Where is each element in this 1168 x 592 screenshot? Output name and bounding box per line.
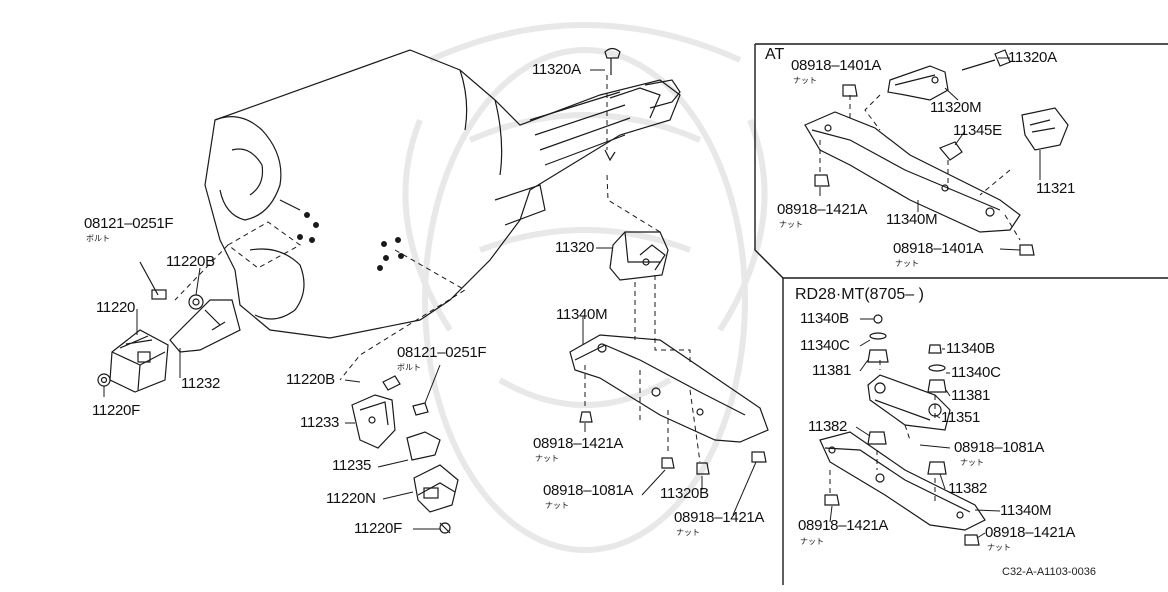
label-rd-11340C-b[interactable]: 11340C xyxy=(951,364,1001,381)
rd28-section-label: RD28·MT(8705– ) xyxy=(795,286,924,303)
label-rd-11381-b[interactable]: 11381 xyxy=(951,387,991,404)
label-rd-08918-1421A-a[interactable]: 08918–1421A xyxy=(798,517,889,534)
label-rd-11382-a[interactable]: 11382 xyxy=(808,418,848,435)
label-08121-mid-note: ボルト xyxy=(397,363,421,372)
rd28-inset-parts xyxy=(819,314,986,546)
label-08918-1081A-main-note: ナット xyxy=(545,501,569,510)
label-at-11320M[interactable]: 11320M xyxy=(930,99,982,116)
label-11233[interactable]: 11233 xyxy=(300,414,340,431)
at-inset-parts xyxy=(804,49,1069,256)
label-rd-11340M[interactable]: 11340M xyxy=(1000,502,1052,519)
watermark-emblem xyxy=(402,22,768,553)
label-at-08918-1401A-bottom[interactable]: 08918–1401A xyxy=(893,240,984,257)
label-rd-08918-1421A-b[interactable]: 08918–1421A xyxy=(985,524,1076,541)
label-11220F-mid[interactable]: 11220F xyxy=(354,520,402,537)
label-11220N[interactable]: 11220N xyxy=(326,490,376,507)
left-engine-mount xyxy=(97,261,241,393)
label-at-08918-1401A-top-note: ナット xyxy=(793,76,817,85)
label-08918-1081A-main[interactable]: 08918–1081A xyxy=(543,482,634,499)
label-08918-1421A-main2-note: ナット xyxy=(676,528,700,537)
label-11220[interactable]: 11220 xyxy=(96,299,136,316)
label-08121-left-note: ボルト xyxy=(86,234,110,243)
label-11232[interactable]: 11232 xyxy=(181,375,221,392)
dashed-guides xyxy=(174,75,1021,505)
label-11235[interactable]: 11235 xyxy=(332,457,372,474)
label-at-08918-1401A-top[interactable]: 08918–1401A xyxy=(791,57,882,74)
at-section-label: AT xyxy=(765,46,785,63)
label-at-11320A[interactable]: 11320A xyxy=(1008,49,1057,66)
label-11340M-main[interactable]: 11340M xyxy=(556,306,608,323)
label-at-08918-1401A-bottom-note: ナット xyxy=(895,259,919,268)
label-11220B-mid[interactable]: 11220B xyxy=(286,371,335,388)
leader-lines xyxy=(103,57,1041,539)
label-08121-0251F-left[interactable]: 08121–0251F xyxy=(84,215,174,232)
rear-mount-assembly xyxy=(351,47,769,534)
label-rd-08918-1081A-note: ナット xyxy=(960,458,984,467)
diagram-code: C32-A-A1103-0036 xyxy=(1002,566,1096,578)
label-rd-11382-b[interactable]: 11382 xyxy=(948,480,988,497)
label-at-11340M[interactable]: 11340M xyxy=(886,211,938,228)
label-rd-08918-1421A-b-note: ナット xyxy=(987,543,1011,552)
label-at-08918-1421A[interactable]: 08918–1421A xyxy=(777,201,868,218)
label-rd-08918-1081A[interactable]: 08918–1081A xyxy=(954,439,1045,456)
label-11320[interactable]: 11320 xyxy=(555,239,595,256)
engine-transmission xyxy=(204,49,681,339)
inset-frames xyxy=(754,43,1168,585)
label-08918-1421A-main-note: ナット xyxy=(535,454,559,463)
label-rd-11351[interactable]: 11351 xyxy=(941,409,981,426)
label-11320A-main[interactable]: 11320A xyxy=(532,61,581,78)
label-at-08918-1421A-note: ナット xyxy=(779,220,803,229)
label-rd-11340C-a[interactable]: 11340C xyxy=(800,337,850,354)
label-at-11321[interactable]: 11321 xyxy=(1036,180,1076,197)
label-08918-1421A-main2[interactable]: 08918–1421A xyxy=(674,509,765,526)
label-at-11345E[interactable]: 11345E xyxy=(953,122,1002,139)
label-11220F-left[interactable]: 11220F xyxy=(92,402,140,419)
label-rd-11340B-a[interactable]: 11340B xyxy=(800,310,849,327)
label-08121-0251F-mid[interactable]: 08121–0251F xyxy=(397,344,487,361)
label-11220B-left[interactable]: 11220B xyxy=(166,253,215,270)
label-rd-08918-1421A-a-note: ナット xyxy=(800,537,824,546)
label-rd-11381-a[interactable]: 11381 xyxy=(812,362,852,379)
label-11320B[interactable]: 11320B xyxy=(660,485,709,502)
label-rd-11340B-b[interactable]: 11340B xyxy=(946,340,995,357)
label-08918-1421A-main[interactable]: 08918–1421A xyxy=(533,435,624,452)
